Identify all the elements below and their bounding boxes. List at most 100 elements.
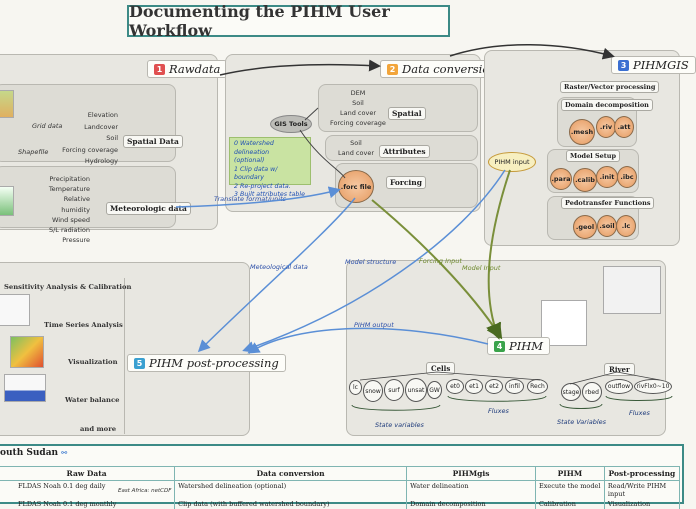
pihm-row-1: Calibration <box>534 499 605 509</box>
attributes-box: Attributes <box>379 145 430 158</box>
pihmgis-label: PIHMGIS <box>633 58 689 72</box>
flux-rech-label: Rech <box>530 383 545 390</box>
table-row: FLDAS Noah 0.1 deg monthly Clip data (wi… <box>0 499 681 509</box>
col-pihmgis: PIHMgis <box>406 466 536 481</box>
conv-item-landcover: Land cover <box>340 109 376 117</box>
soil-file: .soil <box>597 215 617 237</box>
att-file: .att <box>614 116 634 138</box>
river-flux-rivflx: rivFlx0~10 <box>634 379 672 394</box>
item-pressure: Pressure <box>62 236 90 245</box>
ibc-label: .ibc <box>620 173 634 181</box>
link-icon[interactable]: ⚯ <box>61 448 68 457</box>
item-temperature: Temperature <box>48 185 90 194</box>
state-snow-label: snow <box>365 387 381 395</box>
pihm-input-label: PIHM input <box>494 158 530 166</box>
met-items: Precipitation Temperature Relative humid… <box>40 174 90 245</box>
state-gw: GW <box>427 381 442 399</box>
outflow-label: outflow <box>607 383 631 390</box>
note-step-2: 2 Re-project data. <box>234 182 291 190</box>
met-chart-thumbnail <box>0 186 14 216</box>
post-items-list <box>0 278 125 434</box>
state-lc-label: lc <box>353 384 358 391</box>
state-snow: snow <box>363 380 383 402</box>
rawdata-label: Rawdata <box>169 62 221 76</box>
init-file: .init <box>596 166 618 188</box>
page-title: Documenting the PIHM User Workflow <box>127 2 450 40</box>
item-hydrology: Hydrology <box>84 157 118 165</box>
model-setup-box: Model Setup <box>566 150 621 162</box>
pihm-title: 4 PIHM <box>487 337 551 355</box>
item-relative-humidity: Relative humidity <box>61 195 90 214</box>
state-variables-label: State variables <box>375 421 424 429</box>
grid-data-label: Grid data <box>32 122 63 130</box>
post-number: 5 <box>134 357 145 369</box>
flux-et0: et0 <box>446 379 464 394</box>
conv-spatial-items: DEM Soil Land cover Forcing coverage <box>326 88 390 128</box>
geol-file: .geol <box>573 215 597 239</box>
model-structure-arrow-label: Model structure <box>345 258 397 266</box>
attr-items: Soil Land cover <box>334 138 378 158</box>
flux-infil: infil <box>505 379 524 394</box>
cells-box: Cells <box>426 362 456 375</box>
forcing-box: Forcing <box>386 176 426 189</box>
state-gw-label: GW <box>429 386 440 394</box>
forc-file-label: .forc file <box>340 182 372 191</box>
mesh-file: .mesh <box>569 119 595 145</box>
item-forcing-coverage: Forcing coverage <box>62 145 118 154</box>
table-header-row: Raw Data Data conversion PIHMgis PIHM Po… <box>0 466 681 481</box>
meteorologic-data-box: Meteorologic data <box>106 202 191 215</box>
flux-et1: et1 <box>465 379 483 394</box>
raw-cell-0: FLDAS Noah 0.1 deg daily <box>0 480 176 499</box>
meteo-arrow-label: Meteological data <box>250 263 308 271</box>
gis-tools-node: GIS Tools <box>270 115 312 133</box>
river-box: River <box>604 363 635 376</box>
state-unsat: unsat <box>405 378 427 402</box>
conv-item-soil: Soil <box>352 99 364 107</box>
note-step-0: 0 Watershed delineation <box>234 140 274 156</box>
spatial-data-group <box>0 84 176 162</box>
fluxes-label: Fluxes <box>488 407 509 415</box>
calib-label: .calib <box>575 176 595 184</box>
river-fluxes-label: Fluxes <box>629 409 650 417</box>
pihmgis-title: 3 PIHMGIS <box>611 56 696 74</box>
state-surf-label: surf <box>388 386 400 394</box>
riv-label: .riv <box>599 123 613 131</box>
post-item-visualization: Visualization <box>68 358 118 366</box>
col-data-conversion: Data conversion <box>174 466 408 481</box>
col-pihm: PIHM <box>534 466 605 481</box>
conv-item-forcing-coverage: Forcing coverage <box>330 119 386 127</box>
water-balance-thumbnail <box>4 374 46 402</box>
post-row-0: Read/Write PIHM input <box>603 480 681 499</box>
att-label: .att <box>617 123 631 131</box>
raster-vector-box: Raster/Vector processing <box>560 81 660 93</box>
note-step-1: 1 Clip data w/ boundary <box>234 165 278 182</box>
flux-et2: et2 <box>485 379 503 394</box>
conversion-label: Data conversion <box>402 62 497 76</box>
state-lc: lc <box>349 380 362 395</box>
river-state-stage: stage <box>561 383 581 401</box>
ibc-file: .ibc <box>617 166 637 188</box>
para-file: .para <box>550 168 572 190</box>
init-label: .init <box>599 173 615 181</box>
translate-label: Translate format/units <box>214 195 287 203</box>
post-item-time-series: Time Series Analysis <box>44 321 123 329</box>
pihm-label: PIHM <box>509 339 544 353</box>
lc-label: .lc <box>621 222 631 230</box>
spatial-conv-box: Spatial <box>388 107 426 120</box>
flux-et0-label: et0 <box>450 383 460 390</box>
forc-file-node: .forc file <box>338 170 374 203</box>
summary-table: Raw Data Data conversion PIHMgis PIHM Po… <box>0 466 681 509</box>
shapefile-label: Shapefile <box>18 148 49 156</box>
conv-item-dem: DEM <box>350 89 366 97</box>
state-surf: surf <box>384 379 404 401</box>
bottom-title: outh Sudan ⚯ <box>0 448 67 458</box>
conv-row-1: Clip data (with buffered watershed bound… <box>174 499 408 509</box>
flux-et1-label: et1 <box>469 383 479 390</box>
raw-cell-1: FLDAS Noah 0.1 deg monthly <box>0 499 176 509</box>
flux-et2-label: et2 <box>489 383 499 390</box>
flux-infil-label: infil <box>509 383 520 390</box>
gis-tools-label: GIS Tools <box>274 120 308 128</box>
post-item-more: and more <box>80 425 117 433</box>
attr-item-soil: Soil <box>350 139 362 147</box>
pihm-row-0: Execute the model <box>534 480 605 499</box>
